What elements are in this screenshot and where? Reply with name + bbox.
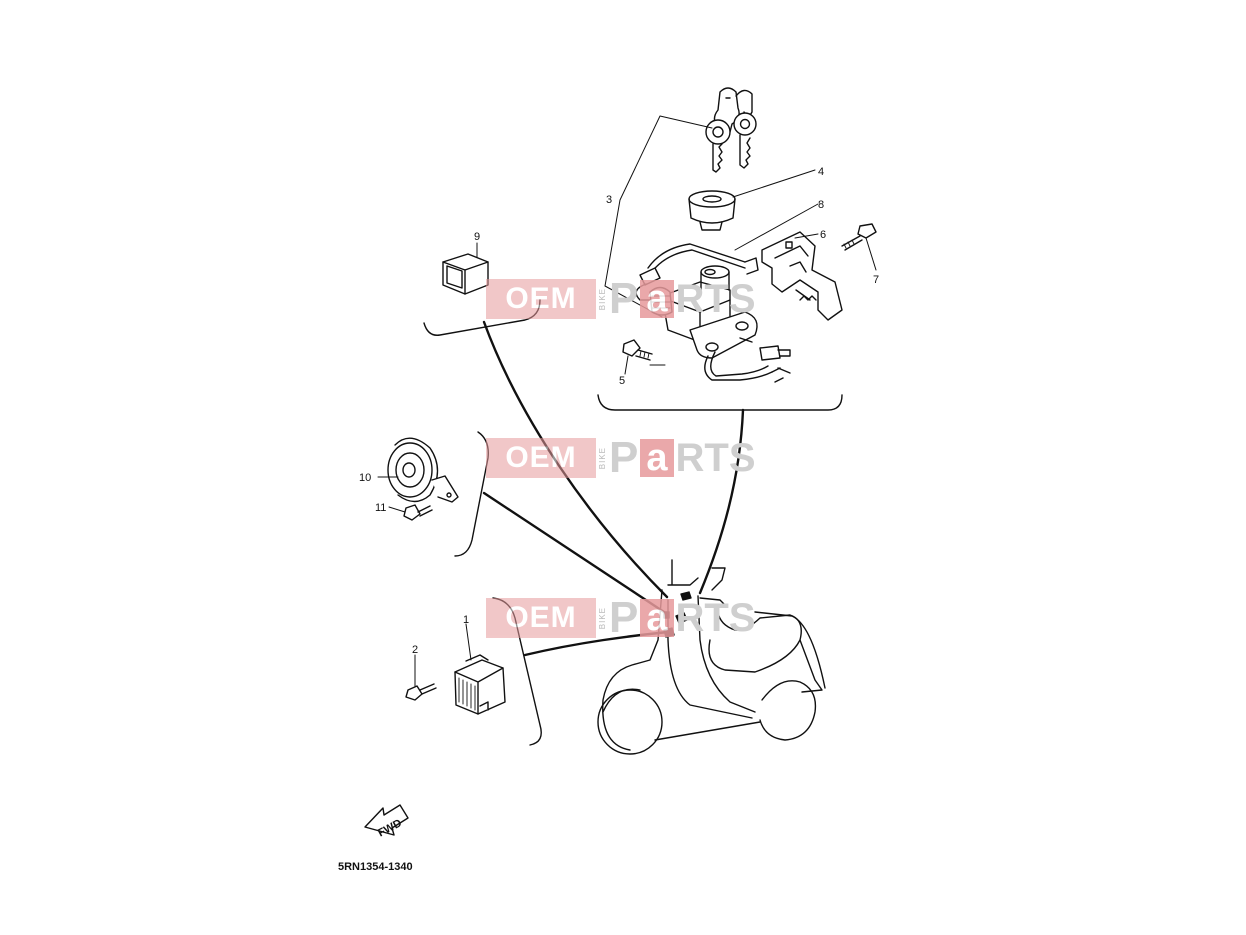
- watermark-oem-text: OEM: [505, 441, 577, 474]
- watermark-a-text: a: [640, 599, 674, 637]
- watermark-rts-text: RTS: [675, 595, 756, 640]
- callout-line-5: [624, 355, 629, 375]
- callout-9: 9: [474, 231, 480, 243]
- relay-part: [442, 242, 489, 295]
- callout-2: 2: [412, 644, 418, 656]
- watermark-rts-text: RTS: [675, 276, 756, 321]
- watermark-bike-text: BIKE: [598, 606, 607, 630]
- harness-component-dot: [675, 612, 688, 624]
- callout-4: 4: [818, 166, 824, 178]
- main-switch-group-bracket: [597, 394, 843, 411]
- scooter-outline: [597, 559, 826, 755]
- main-switch-leader-line: [698, 408, 745, 595]
- callout-line-7: [865, 237, 877, 271]
- callout-line-8: [734, 203, 819, 251]
- screw-part-5: [622, 339, 666, 366]
- watermark-logo: OEM BIKE P a RTS: [486, 433, 756, 482]
- callout-6: 6: [820, 229, 826, 241]
- callout-line-1: [465, 623, 472, 661]
- watermark-oem-text: OEM: [505, 282, 577, 315]
- horn-leader-line: [482, 491, 666, 614]
- watermark-p-text: P: [609, 274, 639, 323]
- screw-part-11: [403, 504, 433, 521]
- spring-icon: [799, 295, 817, 301]
- callout-line-6: [794, 233, 819, 239]
- watermark-a-text: a: [640, 280, 674, 318]
- horn-part: [387, 437, 459, 503]
- screw-part-2: [405, 683, 437, 701]
- horn-group-bracket: [454, 431, 489, 557]
- watermark-oem-text: OEM: [505, 601, 577, 634]
- main-switch-part: [635, 87, 791, 383]
- callout-7: 7: [873, 274, 879, 286]
- watermark-rts-text: RTS: [675, 435, 756, 480]
- watermark-p-text: P: [609, 433, 639, 482]
- watermark-bike-text: BIKE: [598, 287, 607, 311]
- harness-component-dot: [680, 591, 692, 601]
- watermark-p-text: P: [609, 593, 639, 642]
- watermark-logo: OEM BIKE P a RTS: [486, 274, 756, 323]
- callout-3: 3: [606, 194, 612, 206]
- callout-line-11: [388, 506, 406, 513]
- part-code-label: 5RN1354-1340: [338, 861, 413, 873]
- callout-11: 11: [375, 502, 386, 514]
- callout-8: 8: [818, 199, 824, 211]
- callout-1: 1: [463, 614, 469, 626]
- callout-5: 5: [619, 375, 625, 387]
- bolt-part-7: [841, 223, 877, 251]
- callout-10: 10: [359, 472, 371, 484]
- watermark-a-text: a: [640, 439, 674, 477]
- callout-line-4: [732, 169, 816, 198]
- fwd-arrow-icon: [364, 804, 409, 836]
- watermark-bike-text: BIKE: [598, 446, 607, 470]
- watermark-logo: OEM BIKE P a RTS: [486, 593, 756, 642]
- rectifier-part: [454, 654, 506, 715]
- bracket-part: [761, 231, 843, 321]
